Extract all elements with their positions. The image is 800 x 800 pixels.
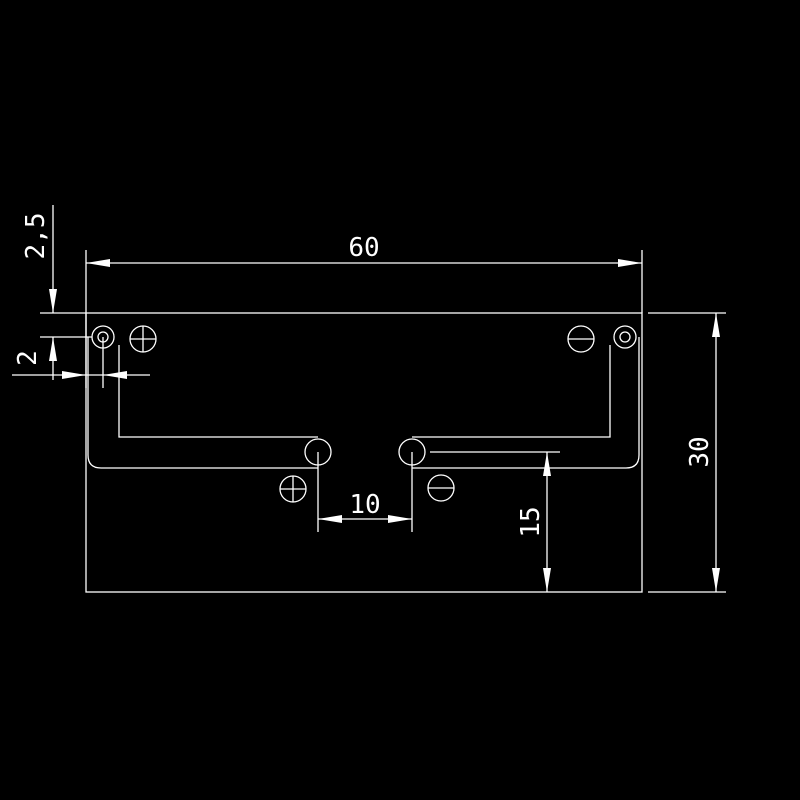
- trace-right: [398, 325, 640, 469]
- dimension-height-label: 30: [685, 436, 715, 467]
- dimension-top-offset: 2,5: [21, 205, 92, 380]
- minus-icon: [427, 474, 455, 502]
- trace-left: [87, 325, 332, 469]
- board-outline: [85, 312, 643, 593]
- dimension-left-offset-label: 2: [13, 350, 43, 366]
- dimension-trace-height: 15: [430, 451, 560, 592]
- dimension-trace-height-label: 15: [516, 506, 546, 537]
- plus-icon: [279, 475, 307, 503]
- dimension-width-label: 60: [348, 233, 379, 263]
- dimension-left-offset: 2: [12, 313, 150, 388]
- dimension-width: 60: [85, 233, 643, 313]
- dimension-gap-label: 10: [349, 490, 380, 520]
- dimension-height: 30: [648, 312, 726, 593]
- plus-icon: [129, 325, 157, 353]
- dimension-gap: 10: [317, 452, 413, 532]
- dimension-top-offset-label: 2,5: [21, 213, 51, 260]
- minus-icon: [567, 325, 595, 353]
